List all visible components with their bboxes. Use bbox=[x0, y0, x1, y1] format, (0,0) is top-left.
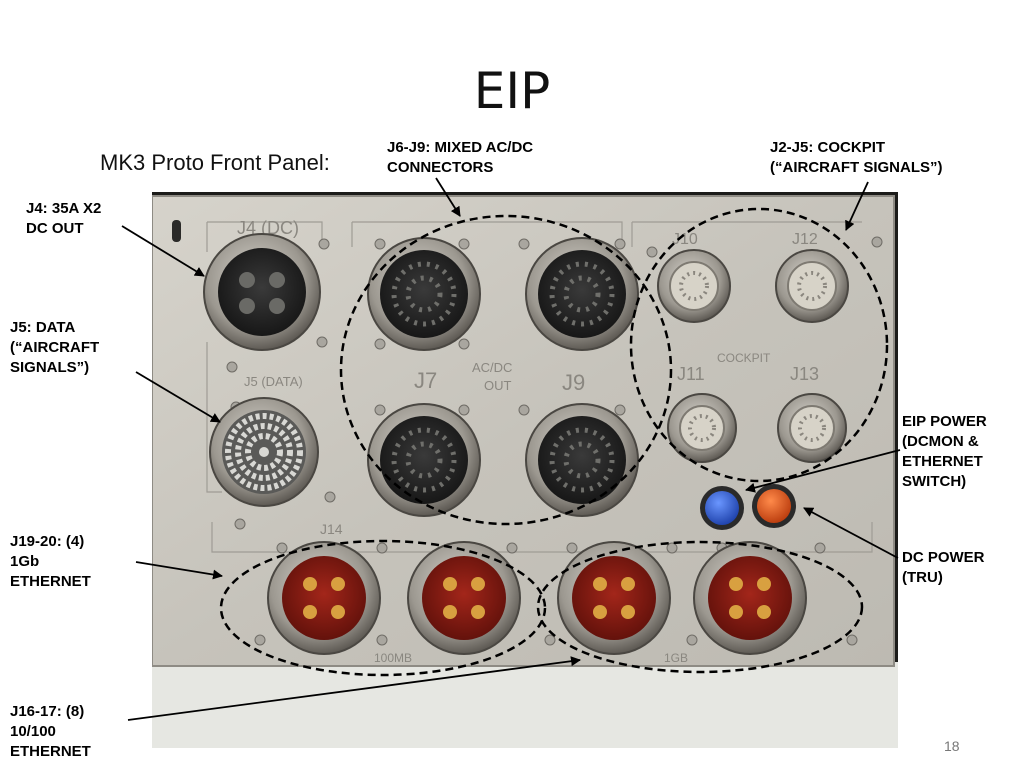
marking-j13: J13 bbox=[790, 364, 819, 384]
arrow-j2-j5 bbox=[845, 181, 869, 231]
arrow-j16-17 bbox=[127, 656, 581, 721]
slide-subtitle: MK3 Proto Front Panel: bbox=[100, 150, 330, 175]
ellipse-100mb bbox=[219, 539, 547, 677]
ethernet-connectors bbox=[267, 541, 807, 655]
marking-j10: J10 bbox=[672, 231, 698, 248]
marking-1gb: 1GB bbox=[664, 651, 688, 665]
callout-j5: J5: DATA (“AIRCRAFT SIGNALS”) bbox=[10, 319, 100, 376]
marking-j12: J12 bbox=[792, 231, 818, 248]
j5-connector bbox=[209, 397, 319, 507]
marking-out: OUT bbox=[484, 378, 512, 393]
arrow-eip-power bbox=[745, 449, 901, 493]
marking-ac-dc: AC/DC bbox=[472, 360, 512, 375]
callout-eip-power: EIP POWER (DCMON & ETHERNET SWITCH) bbox=[902, 413, 987, 490]
marking-j7: J7 bbox=[414, 368, 437, 393]
marking-j14: J14 bbox=[320, 521, 343, 537]
marking-j9: J9 bbox=[562, 370, 585, 395]
arrow-j19-20 bbox=[135, 561, 223, 580]
eip-power-button bbox=[700, 486, 744, 530]
callout-dc-power: DC POWER (TRU) bbox=[902, 549, 985, 586]
j4-connector bbox=[203, 233, 321, 351]
arrow-j6-j9 bbox=[435, 177, 461, 217]
marking-100mb: 100MB bbox=[374, 651, 412, 665]
ellipse-1gb bbox=[536, 540, 864, 674]
callout-j6-j9: J6-J9: MIXED AC/DC CONNECTORS bbox=[387, 139, 534, 176]
callout-j19-20: J19-20: (4) 1Gb ETHERNET bbox=[10, 533, 91, 590]
slide-title: EIP bbox=[473, 62, 551, 120]
arrow-j5 bbox=[135, 371, 221, 423]
cockpit-connectors bbox=[657, 249, 849, 463]
front-panel-photo: J4 (DC) J5 (DATA) J7 J9 AC/DC OUT J10 J1… bbox=[152, 192, 898, 748]
marking-cockpit: COCKPIT bbox=[717, 351, 771, 365]
callout-j4: J4: 35A X2 DC OUT bbox=[26, 200, 102, 237]
marking-j4: J4 (DC) bbox=[237, 218, 299, 238]
marking-j5: J5 (DATA) bbox=[244, 374, 303, 389]
marking-j11: J11 bbox=[677, 364, 705, 384]
ellipse-j6-j9 bbox=[339, 214, 673, 526]
dc-power-button bbox=[752, 484, 796, 528]
arrow-dc-power bbox=[803, 507, 899, 559]
callout-j2-j5: J2-J5: COCKPIT (“AIRCRAFT SIGNALS”) bbox=[770, 139, 943, 176]
callout-j16-17: J16-17: (8) 10/100 ETHERNET bbox=[10, 703, 91, 760]
j6-j9-connectors bbox=[367, 237, 639, 517]
arrow-j4 bbox=[121, 225, 205, 277]
ellipse-cockpit bbox=[629, 207, 889, 483]
page-number: 18 bbox=[944, 738, 960, 754]
